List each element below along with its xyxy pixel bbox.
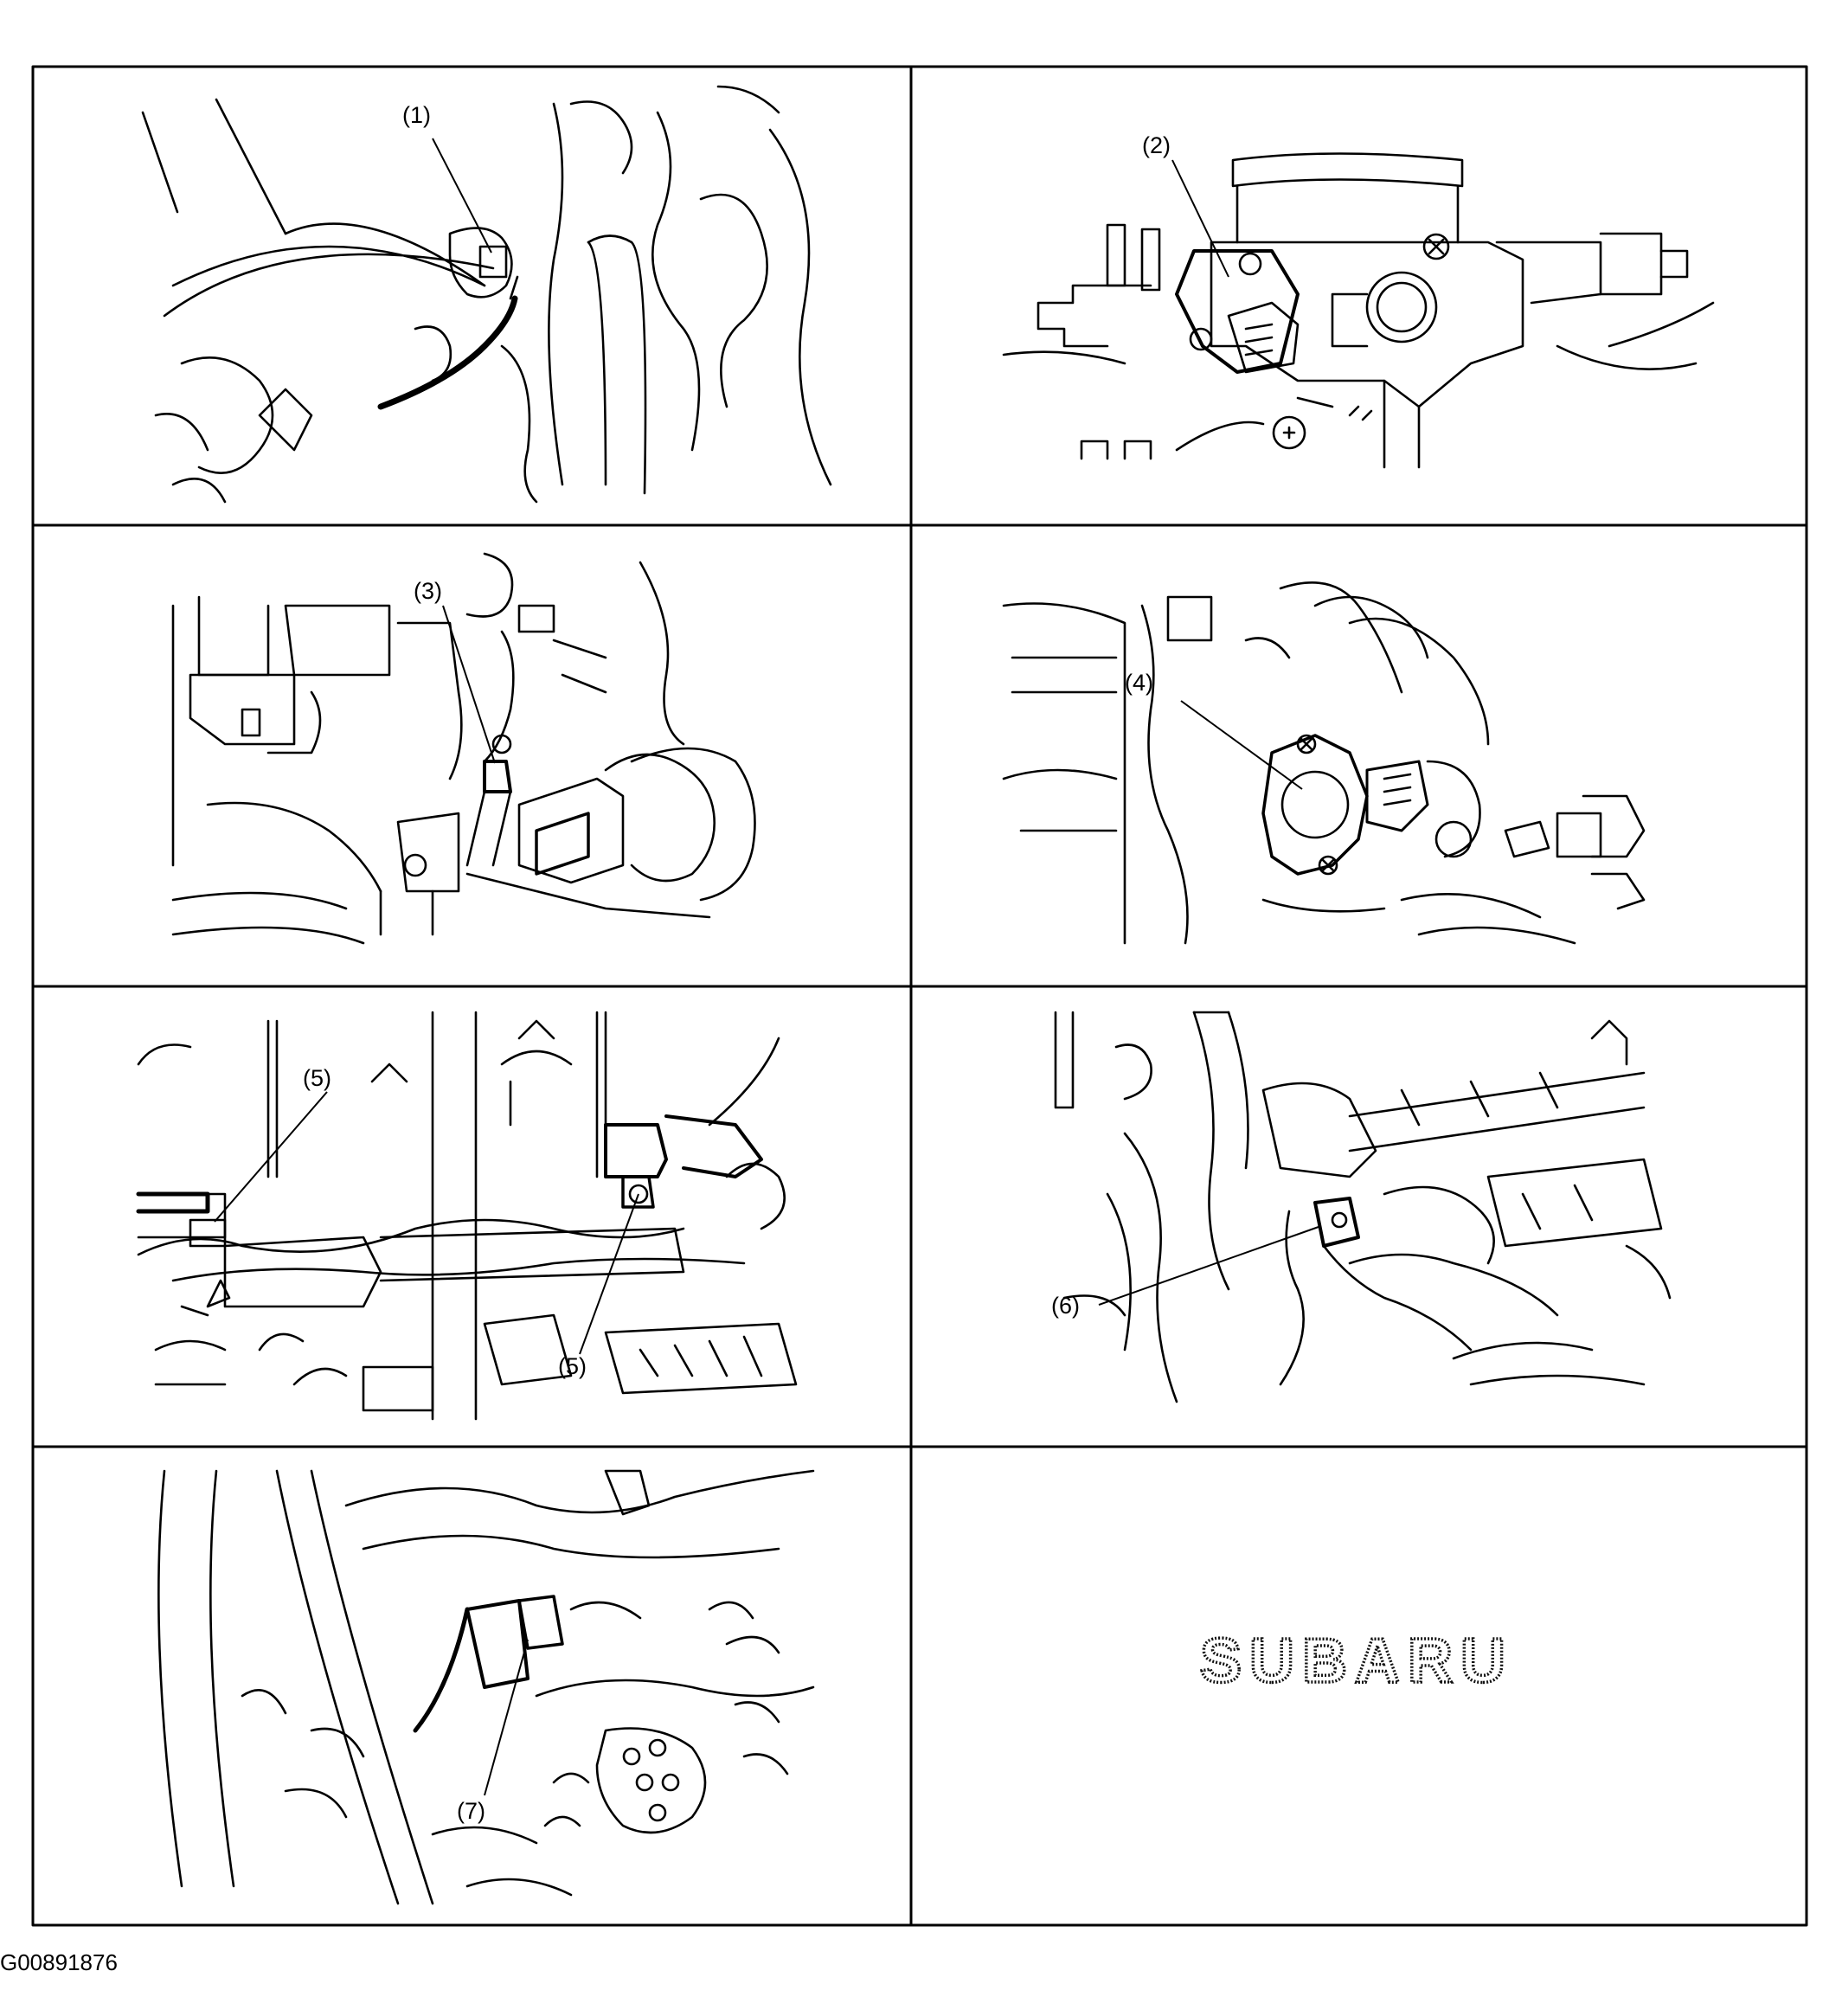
callout-2: (2) [1142, 132, 1171, 158]
panel-5-illustration [136, 1011, 798, 1421]
callout-4: (4) [1125, 670, 1153, 696]
panel-1-illustration [141, 85, 832, 504]
callout-5a: (5) [303, 1065, 331, 1091]
callout-1: (1) [402, 102, 431, 128]
diagram-sheet: (1) (2) (3) (4) (5) (5) (6) (7) SUBARU [31, 65, 1808, 1927]
panel-7-illustration [157, 1469, 815, 1905]
outer-frame [31, 65, 1808, 1927]
subaru-logo: SUBARU [1200, 1627, 1513, 1696]
panel-3-illustration [171, 552, 756, 945]
figure-id: G00891876 [0, 1949, 118, 1975]
panel-2-illustration [1002, 152, 1715, 469]
callout-3: (3) [414, 578, 442, 604]
panel-6-illustration [1054, 1011, 1672, 1403]
callout-5b: (5) [558, 1353, 587, 1379]
callout-leaders [214, 138, 1319, 1796]
panel-4-illustration [1002, 581, 1646, 945]
callout-6: (6) [1051, 1293, 1080, 1319]
callout-7: (7) [457, 1798, 485, 1824]
